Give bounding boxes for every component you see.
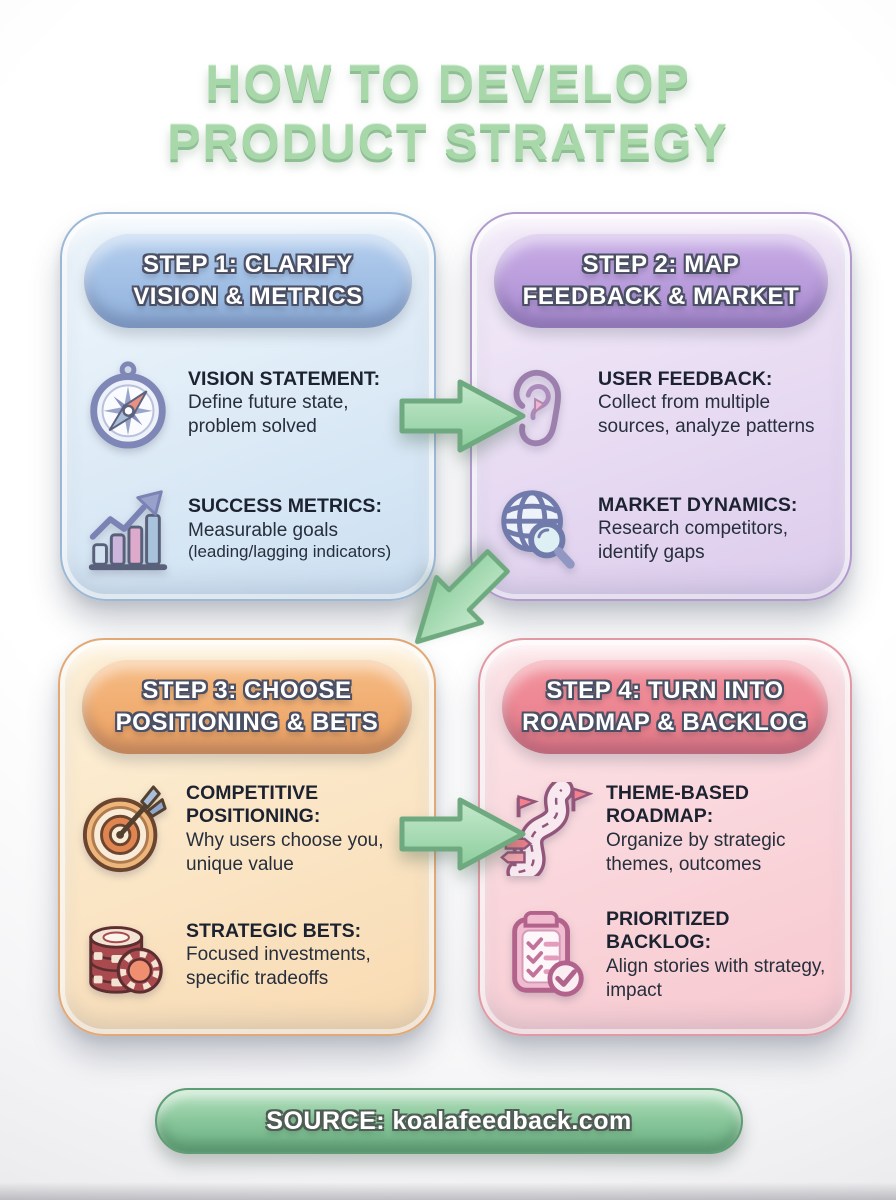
step-4-items: THEME-BASED ROADMAP: Organize by strateg…: [496, 780, 832, 1004]
globe-magnifier-icon: [488, 480, 588, 578]
step-3-items: COMPETITIVE POSITIONING: Why users choos…: [76, 780, 416, 1004]
bar-chart-icon: [78, 480, 178, 578]
step-header-line: ROADMAP & BACKLOG: [522, 709, 808, 736]
step-header-line: POSITIONING & BETS: [115, 709, 379, 736]
item-text: THEME-BASED ROADMAP: Organize by strateg…: [606, 782, 832, 877]
item-desc: Define future state, problem solved: [188, 392, 349, 437]
step-2-items: USER FEEDBACK: Collect from multiple sou…: [488, 354, 832, 578]
item-text: MARKET DYNAMICS: Research competitors, i…: [598, 494, 832, 565]
item-heading: PRIORITIZED BACKLOG:: [606, 907, 730, 954]
item-desc: Measurable goals: [188, 519, 338, 541]
item-desc: Research competitors, identify gaps: [598, 518, 789, 563]
page-title-line2: PRODUCT STRATEGY: [167, 114, 729, 170]
arrow-right-icon: [399, 797, 526, 871]
step-header-line: VISION & METRICS: [133, 283, 363, 310]
ear-icon: [488, 354, 588, 452]
step-header-line: STEP 3: CHOOSE: [142, 677, 352, 705]
roadmap-icon: [496, 780, 596, 878]
source-label: SOURCE: koalafeedback.com: [266, 1106, 632, 1135]
arrow-right-icon: [399, 379, 526, 453]
list-item: VISION STATEMENT: Define future state, p…: [78, 354, 416, 452]
item-note: (leading/lagging indicators): [188, 542, 392, 562]
step-3-header-pill: STEP 3: CHOOSE POSITIONING & BETS: [82, 660, 412, 754]
item-desc: Align stories with strategy, impact: [606, 956, 826, 1001]
list-item: SUCCESS METRICS: Measurable goals (leadi…: [78, 480, 416, 578]
step-1-items: VISION STATEMENT: Define future state, p…: [78, 354, 416, 578]
item-text: SUCCESS METRICS: Measurable goals (leadi…: [188, 495, 416, 563]
item-desc: Focused investments, specific tradeoffs: [186, 944, 371, 989]
item-heading: COMPETITIVE POSITIONING:: [186, 781, 321, 828]
target-icon: [76, 780, 176, 878]
list-item: PRIORITIZED BACKLOG: Align stories with …: [496, 906, 832, 1004]
item-text: PRIORITIZED BACKLOG: Align stories with …: [606, 908, 832, 1003]
card-step-4: STEP 4: TURN INTO ROADMAP & BACKLOG: [478, 638, 852, 1036]
item-heading: THEME-BASED ROADMAP:: [606, 781, 750, 828]
compass-icon: [78, 354, 178, 452]
item-text: COMPETITIVE POSITIONING: Why users choos…: [186, 782, 416, 877]
card-step-2: STEP 2: MAP FEEDBACK & MARKET USER FEEDB…: [470, 212, 852, 601]
arrow-down-left-icon: [414, 549, 510, 645]
item-text: VISION STATEMENT: Define future state, p…: [188, 368, 416, 439]
floor-shadow: [0, 1182, 896, 1200]
list-item: COMPETITIVE POSITIONING: Why users choos…: [76, 780, 416, 878]
step-header-line: STEP 1: CLARIFY: [143, 251, 353, 279]
item-desc: Collect from multiple sources, analyze p…: [598, 392, 815, 437]
item-heading: STRATEGIC BETS:: [186, 919, 362, 942]
arrow-step2-to-step3: [376, 519, 537, 680]
poker-chips-icon: [76, 906, 176, 1004]
step-header-line: STEP 2: MAP: [582, 251, 740, 279]
arrow-step3-to-step4: [392, 786, 532, 887]
source-pill: SOURCE: koalafeedback.com: [155, 1088, 743, 1154]
item-heading: USER FEEDBACK:: [598, 367, 773, 390]
item-heading: MARKET DYNAMICS:: [598, 493, 798, 516]
page-title-line1: HOW TO DEVELOP: [205, 55, 691, 111]
item-text: USER FEEDBACK: Collect from multiple sou…: [598, 368, 832, 439]
item-desc: Why users choose you, unique value: [186, 830, 384, 875]
list-item: THEME-BASED ROADMAP: Organize by strateg…: [496, 780, 832, 878]
list-item: USER FEEDBACK: Collect from multiple sou…: [488, 354, 832, 452]
arrow-step1-to-step2: [392, 368, 532, 469]
list-item: MARKET DYNAMICS: Research competitors, i…: [488, 480, 832, 578]
step-1-header-pill: STEP 1: CLARIFY VISION & METRICS: [84, 234, 412, 328]
step-4-header-pill: STEP 4: TURN INTO ROADMAP & BACKLOG: [502, 660, 828, 754]
page-title: HOW TO DEVELOP PRODUCT STRATEGY: [0, 54, 896, 172]
item-heading: VISION STATEMENT:: [188, 367, 381, 390]
step-2-header-pill: STEP 2: MAP FEEDBACK & MARKET: [494, 234, 828, 328]
item-text: STRATEGIC BETS: Focused investments, spe…: [186, 920, 416, 991]
item-desc: Organize by strategic themes, outcomes: [606, 830, 786, 875]
card-step-3: STEP 3: CHOOSE POSITIONING & BETS COMPET…: [58, 638, 436, 1036]
card-step-1: STEP 1: CLARIFY VISION & METRICS VISION …: [60, 212, 436, 601]
list-item: STRATEGIC BETS: Focused investments, spe…: [76, 906, 416, 1004]
step-header-line: STEP 4: TURN INTO: [546, 677, 784, 705]
step-header-line: FEEDBACK & MARKET: [522, 283, 800, 310]
clipboard-icon: [496, 906, 596, 1004]
item-heading: SUCCESS METRICS:: [188, 495, 382, 518]
